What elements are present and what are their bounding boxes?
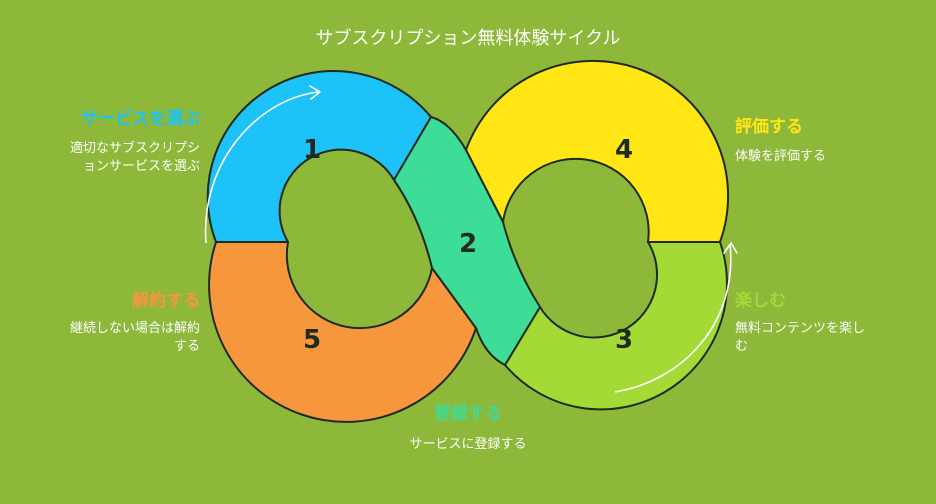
segment-3 (504, 241, 728, 411)
step-3-desc: 無料コンテンツを楽し む (735, 320, 865, 356)
step-3-title: 楽しむ (735, 291, 786, 311)
step-2-title: 登録する (434, 404, 502, 424)
segment-2 (393, 116, 541, 366)
flow-arrowhead-bottom-right (723, 242, 738, 254)
step-1-desc: 適切なサブスクリプシ ョンサービスを選ぶ (70, 140, 200, 176)
step-number-5: 5 (303, 325, 321, 355)
step-1-desc-line-2: ョンサービスを選ぶ (82, 159, 200, 174)
flow-arrow-top-left (204, 91, 319, 244)
step-4-desc-line-1: 体験を評価する (735, 149, 827, 164)
step-4-desc: 体験を評価する (735, 148, 826, 166)
step-5-desc-line-1: 継続しない場合は解約 (69, 321, 200, 336)
step-1-title: サービスを選ぶ (81, 109, 200, 129)
step-4-title: 評価する (735, 117, 803, 137)
step-number-3: 3 (615, 325, 633, 355)
step-2-desc: サービスに登録する (318, 436, 618, 454)
step-1-desc-line-1: 適切なサブスクリプシ (69, 141, 200, 156)
step-3-desc-line-1: 無料コンテンツを楽し (735, 321, 866, 336)
diagram-title: サブスクリプション無料体験サイクル (315, 28, 621, 49)
step-5-title: 解約する (132, 291, 200, 311)
step-number-2: 2 (459, 229, 477, 259)
step-5-desc: 継続しない場合は解約 する (70, 320, 200, 356)
step-5-desc-line-2: する (173, 339, 200, 354)
step-3-desc-line-2: む (735, 339, 749, 354)
step-number-4: 4 (615, 135, 633, 165)
step-2-desc-line-1: サービスに登録する (409, 437, 527, 452)
segment-5 (208, 241, 477, 423)
step-number-1: 1 (303, 135, 321, 165)
flow-arrow-bottom-right (614, 243, 732, 393)
flow-arrowhead-top-left (309, 85, 321, 100)
segment-4 (465, 59, 730, 243)
